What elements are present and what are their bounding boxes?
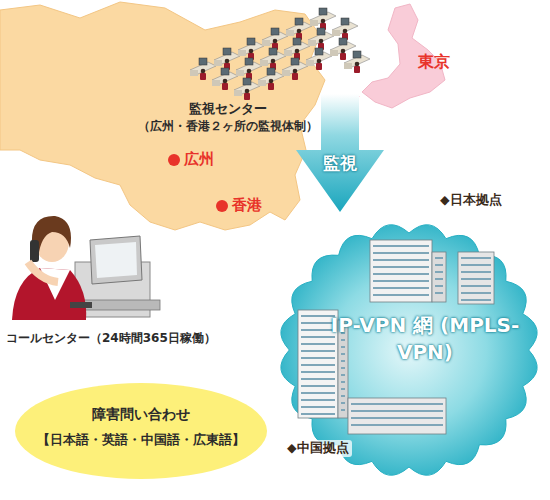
window-row xyxy=(341,395,345,397)
node-heading: IP-VPN 網 (MPLS-VPN) xyxy=(330,312,520,366)
node-body: （広州・香港２ヶ所の監視体制） xyxy=(98,118,358,135)
window-row xyxy=(301,385,335,387)
ellipse-outline xyxy=(14,382,268,480)
window-row xyxy=(341,346,345,348)
window-row xyxy=(373,245,429,247)
window-row xyxy=(373,273,429,275)
node-heading: 監視センター xyxy=(98,100,358,118)
window-row xyxy=(351,424,443,426)
cloud-shape xyxy=(281,225,537,476)
window-row xyxy=(461,292,491,294)
window-row xyxy=(341,353,345,355)
city-label: 東京 xyxy=(418,52,450,73)
building xyxy=(458,252,494,304)
window-row xyxy=(461,299,491,301)
window-row xyxy=(373,280,429,282)
window-row xyxy=(301,322,335,324)
window-row xyxy=(351,417,443,419)
window-row xyxy=(373,294,429,296)
city-label: 広州 xyxy=(184,150,214,169)
building xyxy=(348,398,446,434)
building xyxy=(370,240,432,302)
window-row xyxy=(341,360,345,362)
ellipse-shape xyxy=(15,383,267,479)
window-row xyxy=(341,339,345,341)
monitor-arrow xyxy=(296,94,384,212)
window-row xyxy=(373,266,429,268)
window-row xyxy=(301,357,335,359)
window-row xyxy=(435,285,443,287)
window-row xyxy=(461,278,491,280)
window-row xyxy=(301,406,335,408)
window-row xyxy=(301,378,335,380)
window-row xyxy=(435,271,443,273)
monitoring-center: 監視センター（広州・香港２ヶ所の監視体制） xyxy=(190,18,368,94)
window-row xyxy=(435,264,443,266)
window-row xyxy=(461,285,491,287)
edge-label: 監視 xyxy=(323,152,357,175)
window-row xyxy=(301,350,335,352)
window-row xyxy=(301,343,335,345)
window-row xyxy=(341,402,345,404)
window-row xyxy=(301,336,335,338)
window-row xyxy=(461,271,491,273)
window-row xyxy=(301,329,335,331)
window-row xyxy=(341,367,345,369)
window-row xyxy=(435,292,443,294)
window-row xyxy=(341,381,345,383)
window-row xyxy=(341,374,345,376)
window-row xyxy=(351,403,443,405)
window-row xyxy=(301,392,335,394)
site-label: ◆日本拠点 xyxy=(440,192,502,209)
window-row xyxy=(435,257,443,259)
window-row xyxy=(301,371,335,373)
window-row xyxy=(373,259,429,261)
window-row xyxy=(351,410,443,412)
window-row xyxy=(301,413,335,415)
window-row xyxy=(461,264,491,266)
window-row xyxy=(301,364,335,366)
building xyxy=(432,252,446,302)
window-row xyxy=(373,252,429,254)
window-row xyxy=(301,399,335,401)
city-label: 香港 xyxy=(232,196,262,215)
call-center-caption: コールセンター（24時間365日稼働） xyxy=(6,330,216,347)
window-row xyxy=(301,315,335,317)
window-row xyxy=(341,388,345,390)
window-row xyxy=(341,409,345,411)
node-body: 【日本語・英語・中国語・広東語】 xyxy=(14,432,268,449)
window-row xyxy=(373,287,429,289)
site-label: ◆中国拠点 xyxy=(284,440,352,457)
window-row xyxy=(461,257,491,259)
node-heading: 障害問い合わせ xyxy=(14,406,268,424)
inquiry-ellipse: 障害問い合わせ【日本語・英語・中国語・広東語】 xyxy=(14,382,268,480)
window-row xyxy=(435,278,443,280)
